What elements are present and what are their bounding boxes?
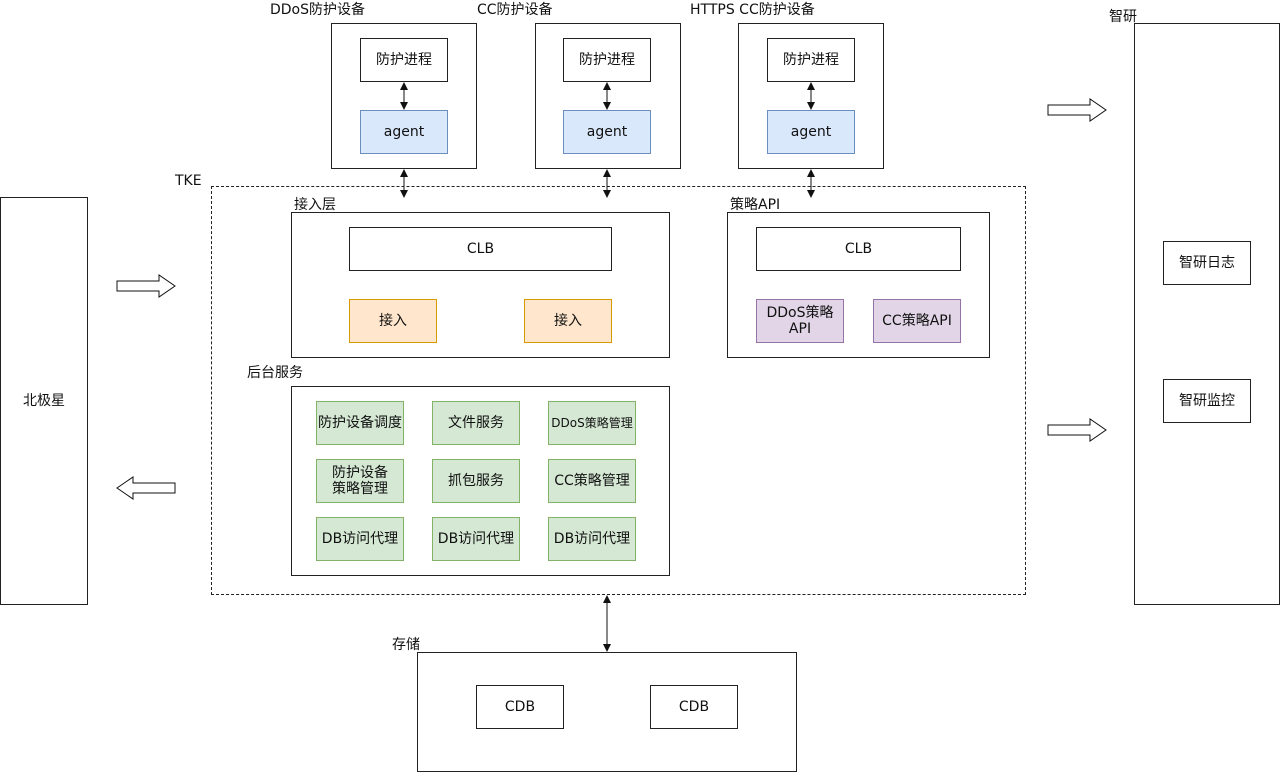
backend-frame	[291, 386, 670, 576]
block-arrow-right	[116, 274, 176, 298]
access-box-2: 接入	[524, 299, 612, 343]
agent-box-https-cc: agent	[767, 110, 855, 154]
agent-box-ddos: agent	[360, 110, 448, 154]
process-box-https-cc: 防护进程	[767, 38, 855, 82]
access-layer-title: 接入层	[294, 197, 336, 213]
access-clb-box: CLB	[349, 227, 612, 271]
policy-api-frame	[727, 212, 990, 358]
agent-box-cc: agent	[563, 110, 651, 154]
service-box: 防护设备策略管理	[316, 459, 404, 503]
device-title-https-cc: HTTPS CC防护设备	[690, 2, 815, 18]
cdb-box-1: CDB	[476, 685, 564, 729]
storage-frame	[417, 652, 797, 772]
service-box: DB访问代理	[548, 517, 636, 561]
ddos-policy-api-box: DDoS策略API	[756, 299, 844, 343]
device-frame-ddos	[331, 23, 477, 169]
device-frame-https-cc	[738, 23, 884, 169]
access-box-1: 接入	[349, 299, 437, 343]
service-box: CC策略管理	[548, 459, 636, 503]
block-arrow-left	[116, 476, 176, 500]
zhiyan-monitor-box: 智研监控	[1163, 379, 1251, 423]
block-arrow-right	[1047, 98, 1107, 122]
block-arrow-right	[1047, 418, 1107, 442]
service-box: 文件服务	[432, 401, 520, 445]
storage-title: 存储	[392, 637, 420, 653]
service-box: DB访问代理	[432, 517, 520, 561]
device-frame-cc	[535, 23, 681, 169]
service-box: 抓包服务	[432, 459, 520, 503]
beijixing-box: 北极星	[0, 197, 88, 605]
policy-clb-box: CLB	[756, 227, 961, 271]
device-title-cc: CC防护设备	[477, 2, 553, 18]
process-box-ddos: 防护进程	[360, 38, 448, 82]
device-title-ddos: DDoS防护设备	[270, 2, 366, 18]
zhiyan-log-box: 智研日志	[1163, 241, 1251, 285]
service-box: DB访问代理	[316, 517, 404, 561]
policy-api-title: 策略API	[730, 197, 781, 213]
service-box: DDoS策略管理	[548, 401, 636, 445]
service-box: 防护设备调度	[316, 401, 404, 445]
zhiyan-title: 智研	[1109, 9, 1137, 25]
cdb-box-2: CDB	[650, 685, 738, 729]
tke-frame	[211, 186, 1026, 595]
cc-policy-api-box: CC策略API	[873, 299, 961, 343]
tke-title: TKE	[175, 173, 202, 189]
access-layer-frame	[291, 212, 670, 358]
backend-title: 后台服务	[247, 365, 303, 381]
process-box-cc: 防护进程	[563, 38, 651, 82]
